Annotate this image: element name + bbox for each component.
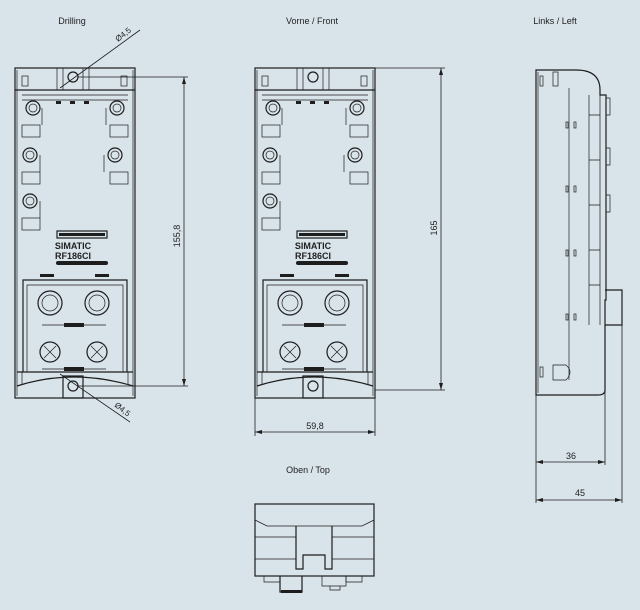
front-height-label: 165 (429, 220, 439, 235)
left-title: Links / Left (533, 16, 577, 26)
drilling-model: RF186CI (55, 251, 91, 261)
front-view: Vorne / Front SIMATIC RF186CI 165 59,8 (254, 16, 445, 436)
drilling-hole-top-label: Ø4,5 (114, 25, 134, 43)
drilling-hole-bottom-label: Ø4,5 (113, 400, 133, 418)
front-model: RF186CI (295, 251, 331, 261)
drilling-brand: SIMATIC (55, 241, 92, 251)
top-title: Oben / Top (286, 465, 330, 475)
left-depth-body-label: 36 (566, 451, 576, 461)
front-title: Vorne / Front (286, 16, 339, 26)
front-width-label: 59,8 (306, 421, 324, 431)
top-view: Oben / Top (254, 465, 375, 593)
drilling-title: Drilling (58, 16, 86, 26)
left-view: Links / Left 36 45 (533, 16, 623, 503)
front-brand: SIMATIC (295, 241, 332, 251)
drilling-view: Drilling SIMATIC RF186CI Ø4,5 Ø4,5 155,8 (14, 16, 188, 423)
drilling-hole-spacing-label: 155,8 (172, 225, 182, 248)
left-depth-total-label: 45 (575, 488, 585, 498)
